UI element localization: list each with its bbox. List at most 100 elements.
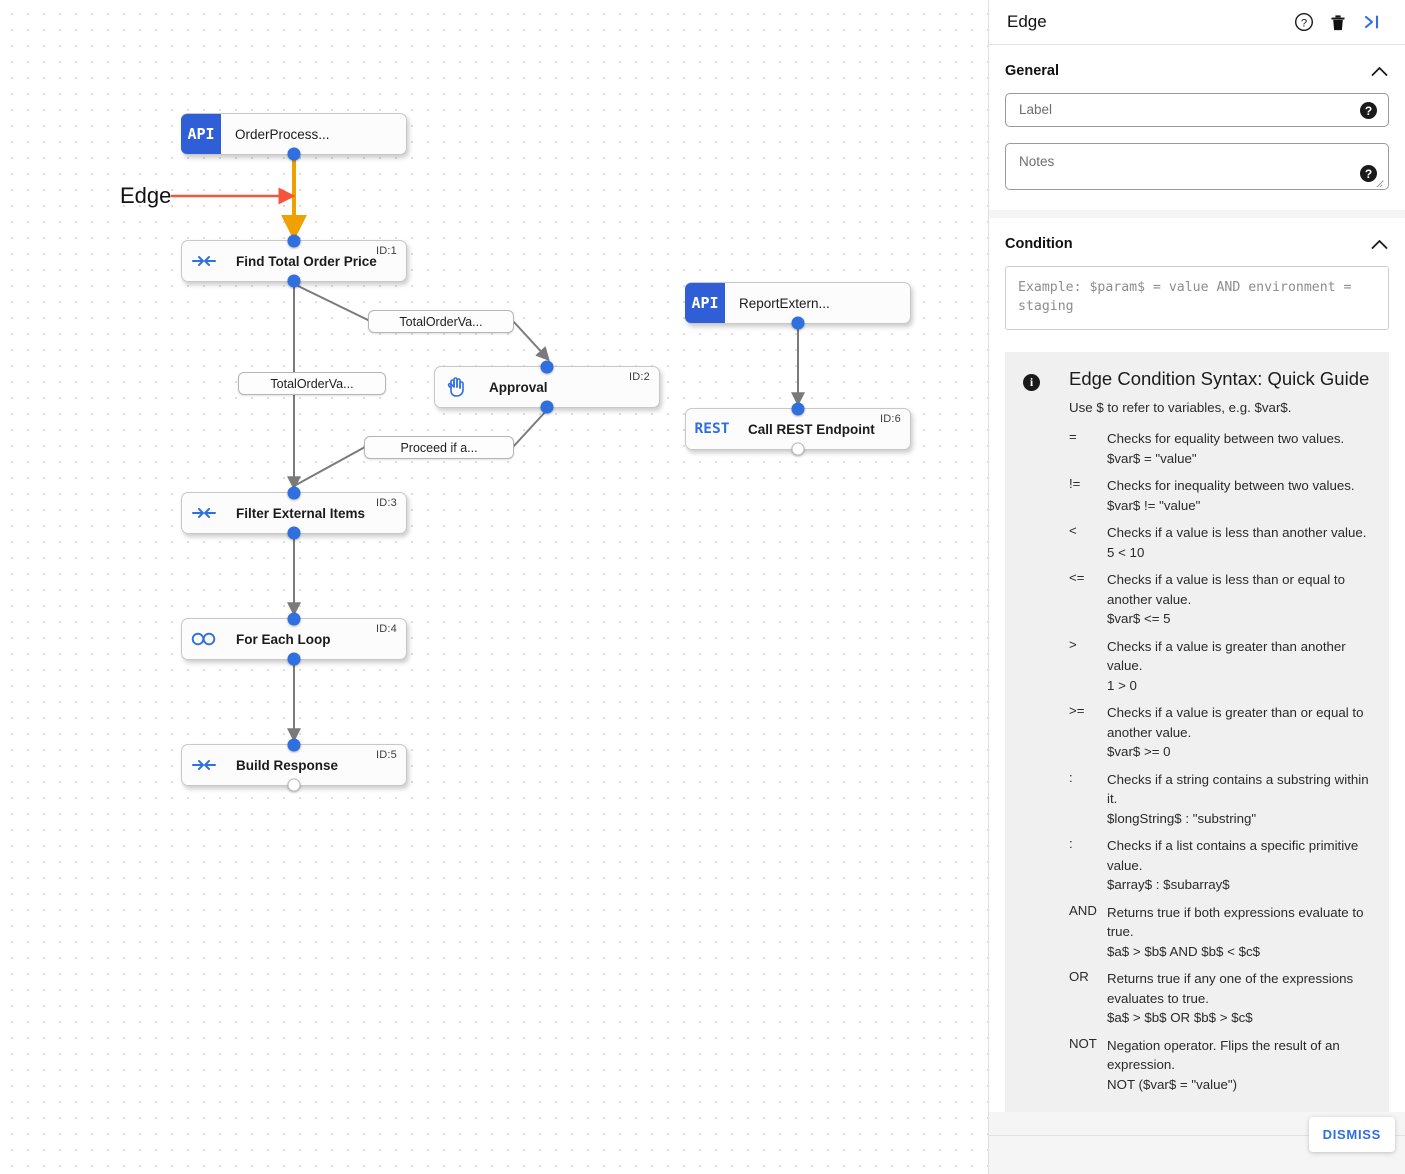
operator-row: NOT Negation operator. Flips the result o… [1069, 1036, 1371, 1095]
node-find-total-order-price[interactable]: Find Total Order Price ID:1 [181, 234, 407, 288]
edge-properties-panel: Edge ? General Label [988, 0, 1405, 1174]
panel-body: General Label ? Notes ? Co [989, 45, 1405, 1112]
node-port-top[interactable] [287, 486, 301, 500]
operator-symbol: <= [1069, 570, 1085, 585]
api-badge-icon: API [685, 283, 725, 323]
section-general: General Label ? Notes ? [989, 45, 1405, 210]
help-icon[interactable]: ? [1287, 5, 1321, 39]
section-title: Condition [1005, 236, 1073, 252]
operator-example: $longString$ : "substring" [1107, 810, 1257, 826]
operator-symbol: = [1069, 429, 1077, 444]
operator-symbol: OR [1069, 969, 1089, 984]
operator-example: $array$ : $subarray$ [1107, 877, 1230, 892]
node-port-bottom[interactable] [791, 442, 805, 456]
node-port-bottom[interactable] [287, 147, 301, 161]
operator-row: <Checks if a value is less than another … [1069, 523, 1371, 562]
dismiss-button[interactable]: DISMISS [1308, 1117, 1395, 1152]
node-filter-external-items[interactable]: Filter External Items ID:3 [181, 486, 407, 540]
edge-label-chip[interactable]: TotalOrderVa... [368, 310, 514, 333]
node-for-each-loop[interactable]: For Each Loop ID:4 [181, 612, 407, 666]
node-call-rest-endpoint[interactable]: REST Call REST Endpoint ID:6 [685, 402, 911, 456]
node-port-top[interactable] [791, 402, 805, 416]
edge-label-chip[interactable]: Proceed if a... [364, 436, 514, 459]
operator-row: :Checks if a string contains a substring… [1069, 770, 1371, 829]
node-approval[interactable]: Approval ID:2 [434, 360, 660, 414]
operator-row: > Checks if a value is greater than anoth… [1069, 637, 1371, 696]
operator-description: Checks for equality between two values. [1107, 431, 1345, 446]
operator-example: 5 < 10 [1107, 544, 1145, 560]
operator-example: $var$ != "value" [1107, 497, 1201, 513]
node-build-response[interactable]: Build Response ID:5 [181, 738, 407, 792]
node-id-badge: ID:5 [376, 749, 397, 761]
section-condition-header[interactable]: Condition [1005, 232, 1389, 266]
info-icon-column: i [1023, 368, 1069, 1102]
operator-description: Checks if a value is greater than anothe… [1107, 638, 1346, 674]
operator-example: $var$ = "value" [1107, 450, 1197, 466]
node-id-badge: ID:3 [376, 497, 397, 509]
edge-label-chip[interactable]: TotalOrderVa... [238, 372, 386, 395]
node-port-top[interactable] [287, 234, 301, 248]
operator-row: = Checks for equality between two values.… [1069, 429, 1371, 468]
operator-example: NOT ($var$ = "value") [1107, 1076, 1238, 1092]
panel-header: Edge ? [989, 0, 1405, 45]
operator-symbol: >= [1069, 703, 1085, 718]
node-port-bottom[interactable] [287, 778, 301, 792]
notes-help-icon[interactable]: ? [1360, 165, 1377, 182]
operator-symbol: NOT [1069, 1035, 1097, 1051]
operator-symbol: AND [1069, 902, 1097, 918]
notes-field[interactable]: Notes ? [1005, 143, 1389, 190]
operator-example: $a$ > $b$ AND $b$ < $c$ [1107, 943, 1261, 959]
node-port-bottom[interactable] [540, 400, 554, 414]
collapse-panel-icon[interactable] [1355, 5, 1389, 39]
operator-example: 1 > 0 [1107, 677, 1137, 693]
annotation-label-edge: Edge [120, 183, 172, 208]
node-orderprocess[interactable]: API OrderProcess... [181, 113, 407, 161]
condition-syntax-guide: i Edge Condition Syntax: Quick Guide Use… [1005, 352, 1389, 1112]
resize-handle[interactable] [1375, 177, 1385, 187]
operator-symbol: : [1069, 836, 1073, 851]
node-port-bottom[interactable] [287, 274, 301, 288]
operator-symbol: > [1069, 636, 1077, 652]
operator-row: <= Checks if a value is less than or equa… [1069, 570, 1371, 629]
node-port-bottom[interactable] [791, 316, 805, 330]
chevron-up-icon[interactable] [1369, 234, 1389, 254]
operator-row: :Checks if a list contains a specific pr… [1069, 836, 1371, 895]
delete-icon[interactable] [1321, 5, 1355, 39]
operator-description: Checks for inequality between two values… [1107, 478, 1355, 493]
chevron-up-icon[interactable] [1369, 61, 1389, 81]
node-title: Approval [489, 379, 548, 395]
node-title: Call REST Endpoint [748, 421, 875, 437]
condition-input[interactable]: Example: $param$ = value AND environment… [1005, 266, 1389, 330]
node-title: ReportExtern... [739, 295, 830, 311]
node-port-top[interactable] [540, 360, 554, 374]
operator-row: >= Checks if a value is greater than or e… [1069, 703, 1371, 762]
notes-placeholder: Notes [1019, 154, 1055, 169]
node-port-bottom[interactable] [287, 652, 301, 666]
arrows-inward-icon [182, 757, 226, 773]
arrows-inward-icon [182, 505, 226, 521]
section-general-header[interactable]: General [1005, 59, 1389, 93]
operator-description: Checks if a string contains a substring … [1107, 771, 1369, 807]
node-port-bottom[interactable] [287, 526, 301, 540]
node-port-top[interactable] [287, 612, 301, 626]
label-help-icon[interactable]: ? [1360, 102, 1377, 119]
rest-badge-icon: REST [694, 421, 730, 437]
operator-description: Negation operator. Flips the result of a… [1107, 1037, 1340, 1073]
flow-canvas[interactable]: Edge API OrderProcess... Find Total Orde… [0, 0, 988, 1174]
operator-example: $var$ >= 0 [1107, 744, 1171, 759]
node-reportextern[interactable]: API ReportExtern... [685, 282, 911, 330]
operator-example: $var$ <= 5 [1107, 611, 1171, 626]
svg-text:?: ? [1301, 17, 1307, 29]
node-port-top[interactable] [287, 738, 301, 752]
label-placeholder: Label [1019, 102, 1053, 117]
edge-connections [171, 157, 805, 743]
arrows-inward-icon [182, 253, 226, 269]
operator-symbol: < [1069, 523, 1077, 538]
label-field[interactable]: Label ? [1005, 93, 1389, 127]
operator-description: Checks if a value is greater than or equ… [1107, 705, 1364, 740]
operator-description: Checks if a value is less than or equal … [1107, 572, 1345, 607]
node-title: Filter External Items [236, 505, 366, 521]
operator-description: Returns true if any one of the expressio… [1107, 971, 1354, 1006]
guide-intro: Use $ to refer to variables, e.g. $var$. [1069, 400, 1292, 415]
